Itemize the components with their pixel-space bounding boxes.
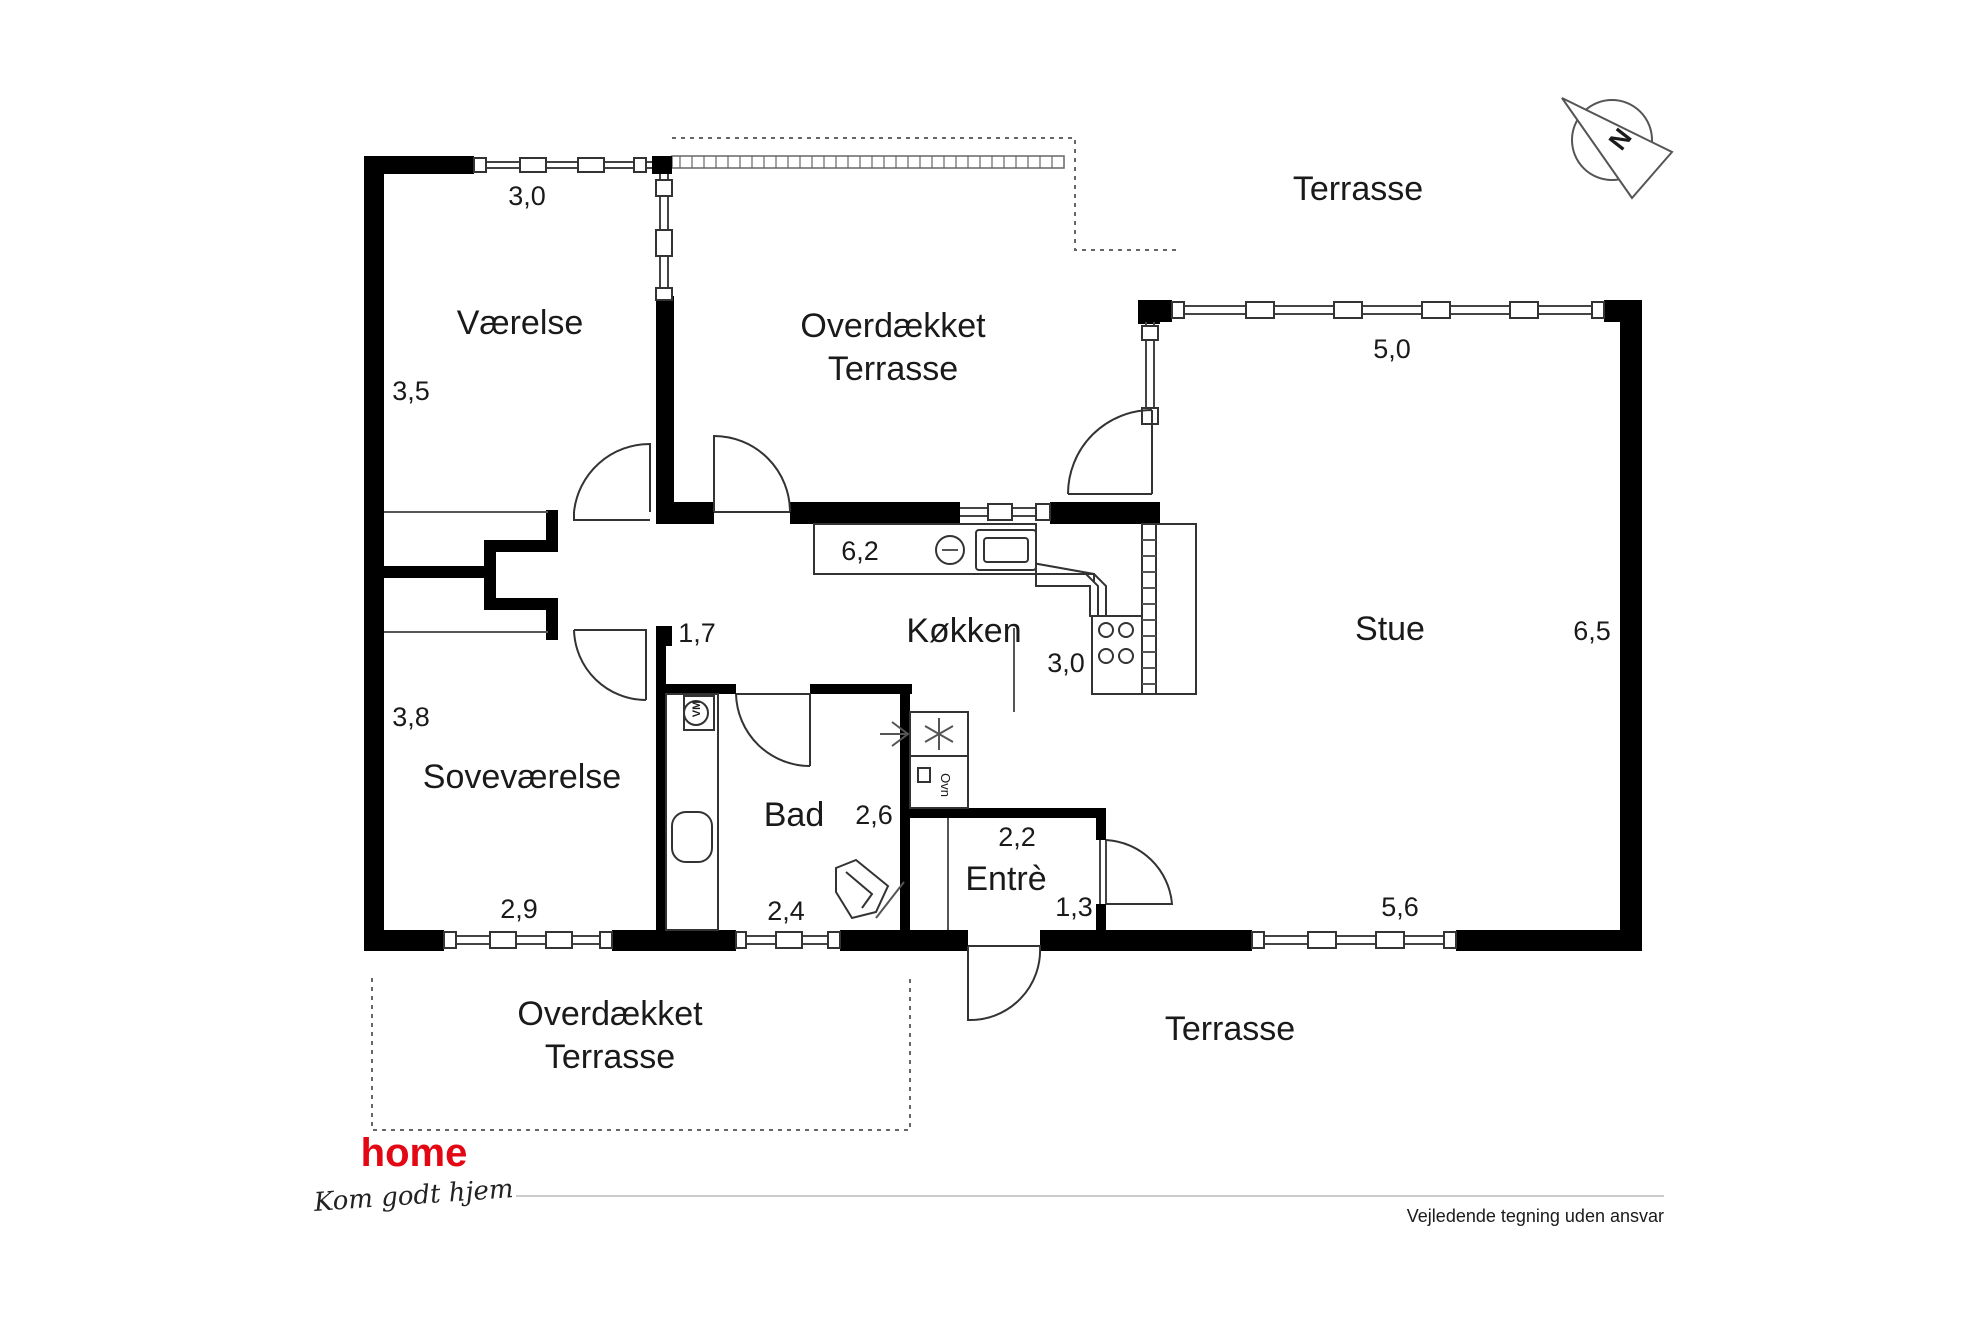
windows <box>443 157 1605 949</box>
dim-vaerelse-height: 3,5 <box>392 376 430 406</box>
room-label-overdaekket-top: Overdækket <box>800 307 986 345</box>
closet-lines <box>384 511 548 633</box>
dim-stue-width-top: 5,0 <box>1373 334 1411 364</box>
compass: N <box>1561 97 1674 200</box>
brand-logo: home <box>361 1131 468 1175</box>
dim-stue-height: 6,5 <box>1573 616 1611 646</box>
dim-sovevaerelse-width: 2,9 <box>500 894 538 924</box>
dim-koekken-width: 6,2 <box>841 536 879 566</box>
dim-entre-height: 1,3 <box>1055 892 1093 922</box>
dim-entre-width: 2,2 <box>998 822 1036 852</box>
room-label-stue: Stue <box>1355 610 1425 648</box>
room-label-terrasse-bottom: Terrasse <box>1165 1010 1295 1048</box>
dim-stue-width-bottom: 5,6 <box>1381 892 1419 922</box>
bottom-terrace-outline <box>371 978 911 1131</box>
room-labels: Værelse Overdækket Terrasse Terrasse Stu… <box>423 170 1425 1076</box>
bathroom-fixtures <box>665 693 905 931</box>
kitchen-counter <box>813 523 1197 695</box>
sliding-door-top <box>671 155 1065 169</box>
room-label-koekken: Køkken <box>906 612 1021 650</box>
dim-bad-height: 2,6 <box>855 800 893 830</box>
room-label-overdaekket-bottom: Overdækket <box>517 995 703 1033</box>
doors <box>573 409 1174 1022</box>
room-label-sovevaerelse: Soveværelse <box>423 758 621 796</box>
disclaimer-text: Vejledende tegning uden ansvar <box>1407 1206 1664 1226</box>
dim-sovevaerelse-height: 3,8 <box>392 702 430 732</box>
room-label-terrasse-top: Terrasse <box>1293 170 1423 208</box>
room-label-vaerelse: Værelse <box>457 304 584 342</box>
dim-koekken-depth: 3,0 <box>1047 648 1085 678</box>
room-label-terrasse-under-bottom: Terrasse <box>545 1038 675 1076</box>
washer-label: VM <box>691 701 703 718</box>
dim-vaerelse-width: 3,0 <box>508 181 546 211</box>
walls <box>364 156 1642 951</box>
dim-hall-width: 1,7 <box>678 618 716 648</box>
room-label-bad: Bad <box>764 796 825 834</box>
oven-label: Ovn <box>938 773 953 797</box>
brand-tagline: Kom godt hjem <box>312 1174 514 1218</box>
top-terrace-outline <box>672 137 1180 251</box>
dimension-labels: 3,0 3,5 5,0 6,5 5,6 6,2 3,0 1,7 3,8 2,9 … <box>392 181 1611 926</box>
room-label-entre: Entrè <box>965 860 1046 898</box>
dim-bad-width: 2,4 <box>767 896 805 926</box>
room-label-terrasse-under-top: Terrasse <box>828 350 958 388</box>
entre-fixtures <box>880 711 969 930</box>
